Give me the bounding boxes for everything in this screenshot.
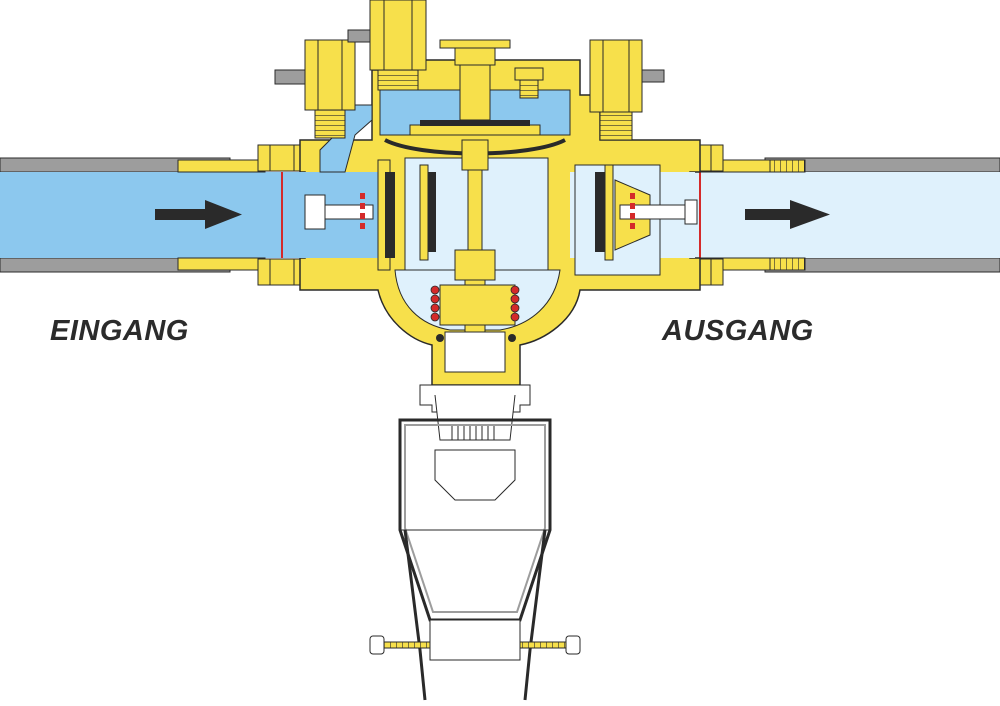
test-fitting-center <box>347 0 427 91</box>
relief-spring <box>430 284 520 373</box>
outlet-pipe <box>690 157 1000 273</box>
outlet-flow-arrow <box>745 200 830 229</box>
cover-screw <box>514 67 544 99</box>
test-fitting-right <box>589 39 665 141</box>
test-fitting-left <box>274 39 356 139</box>
outlet-label: AUSGANG <box>662 315 814 347</box>
inlet-label: EINGANG <box>50 315 189 347</box>
drain-funnel <box>369 384 581 701</box>
inlet-union-nut <box>177 144 307 286</box>
inlet-check-valve <box>304 159 436 271</box>
inlet-flow-arrow <box>155 200 242 229</box>
outlet-check-valve <box>595 164 698 261</box>
inlet-pipe <box>0 157 305 273</box>
